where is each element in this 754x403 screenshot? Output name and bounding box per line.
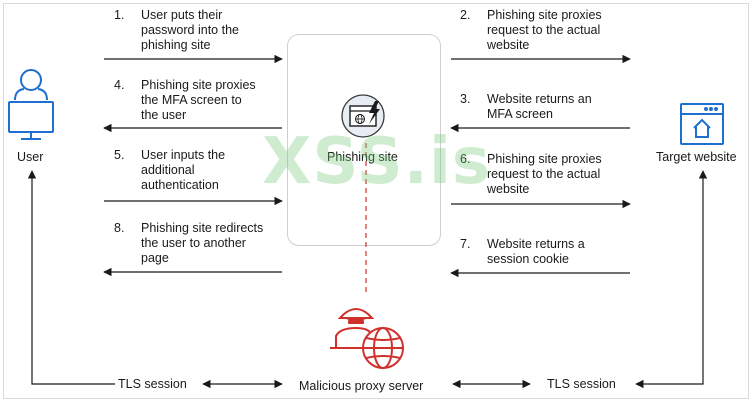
step-8: 8. Phishing site redirects the user to a… [114, 221, 263, 266]
step-number: 2. [460, 8, 471, 22]
target-website-label: Target website [656, 150, 737, 164]
tls-left-connector [27, 170, 115, 385]
browser-home-icon [680, 103, 724, 145]
step-number: 7. [460, 237, 471, 251]
step-text: Phishing site proxies request to the act… [487, 152, 602, 196]
step-text: Website returns a session cookie [487, 237, 585, 266]
step-text: Phishing site proxies the MFA screen to … [141, 78, 256, 122]
step-number: 3. [460, 92, 471, 106]
hacker-globe-icon [330, 308, 404, 369]
step-number: 8. [114, 221, 125, 235]
phishing-site-box [287, 34, 441, 246]
step-text: User inputs the additional authenticatio… [141, 148, 226, 192]
diagram-frame [3, 3, 749, 399]
user-label: User [17, 150, 44, 164]
step-number: 6. [460, 152, 471, 166]
step-4: 4. Phishing site proxies the MFA screen … [114, 78, 256, 123]
step-6: 6. Phishing site proxies request to the … [460, 152, 602, 197]
proxy-server-label: Malicious proxy server [299, 379, 424, 393]
step-2: 2. Phishing site proxies request to the … [460, 8, 602, 53]
step-text: Website returns an MFA screen [487, 92, 592, 121]
step-7: 7. Website returns a session cookie [460, 237, 585, 267]
user-monitor-icon [8, 69, 54, 140]
tls-session-right-label: TLS session [547, 377, 616, 391]
tls-right-connector [635, 170, 708, 389]
step-text: Phishing site redirects the user to anot… [141, 221, 264, 265]
browser-globe-lightning-icon [341, 94, 385, 138]
step-number: 5. [114, 148, 125, 162]
step-number: 4. [114, 78, 125, 92]
tls-session-left-label: TLS session [118, 377, 187, 391]
step-5: 5. User inputs the additional authentica… [114, 148, 225, 193]
step-1: 1. User puts their password into the phi… [114, 8, 239, 53]
step-3: 3. Website returns an MFA screen [460, 92, 592, 122]
step-text: User puts their password into the phishi… [141, 8, 239, 52]
watermark: XSS.is [262, 125, 491, 199]
step-number: 1. [114, 8, 125, 22]
phishing-site-label: Phishing site [327, 150, 398, 164]
step-text: Phishing site proxies request to the act… [487, 8, 602, 52]
